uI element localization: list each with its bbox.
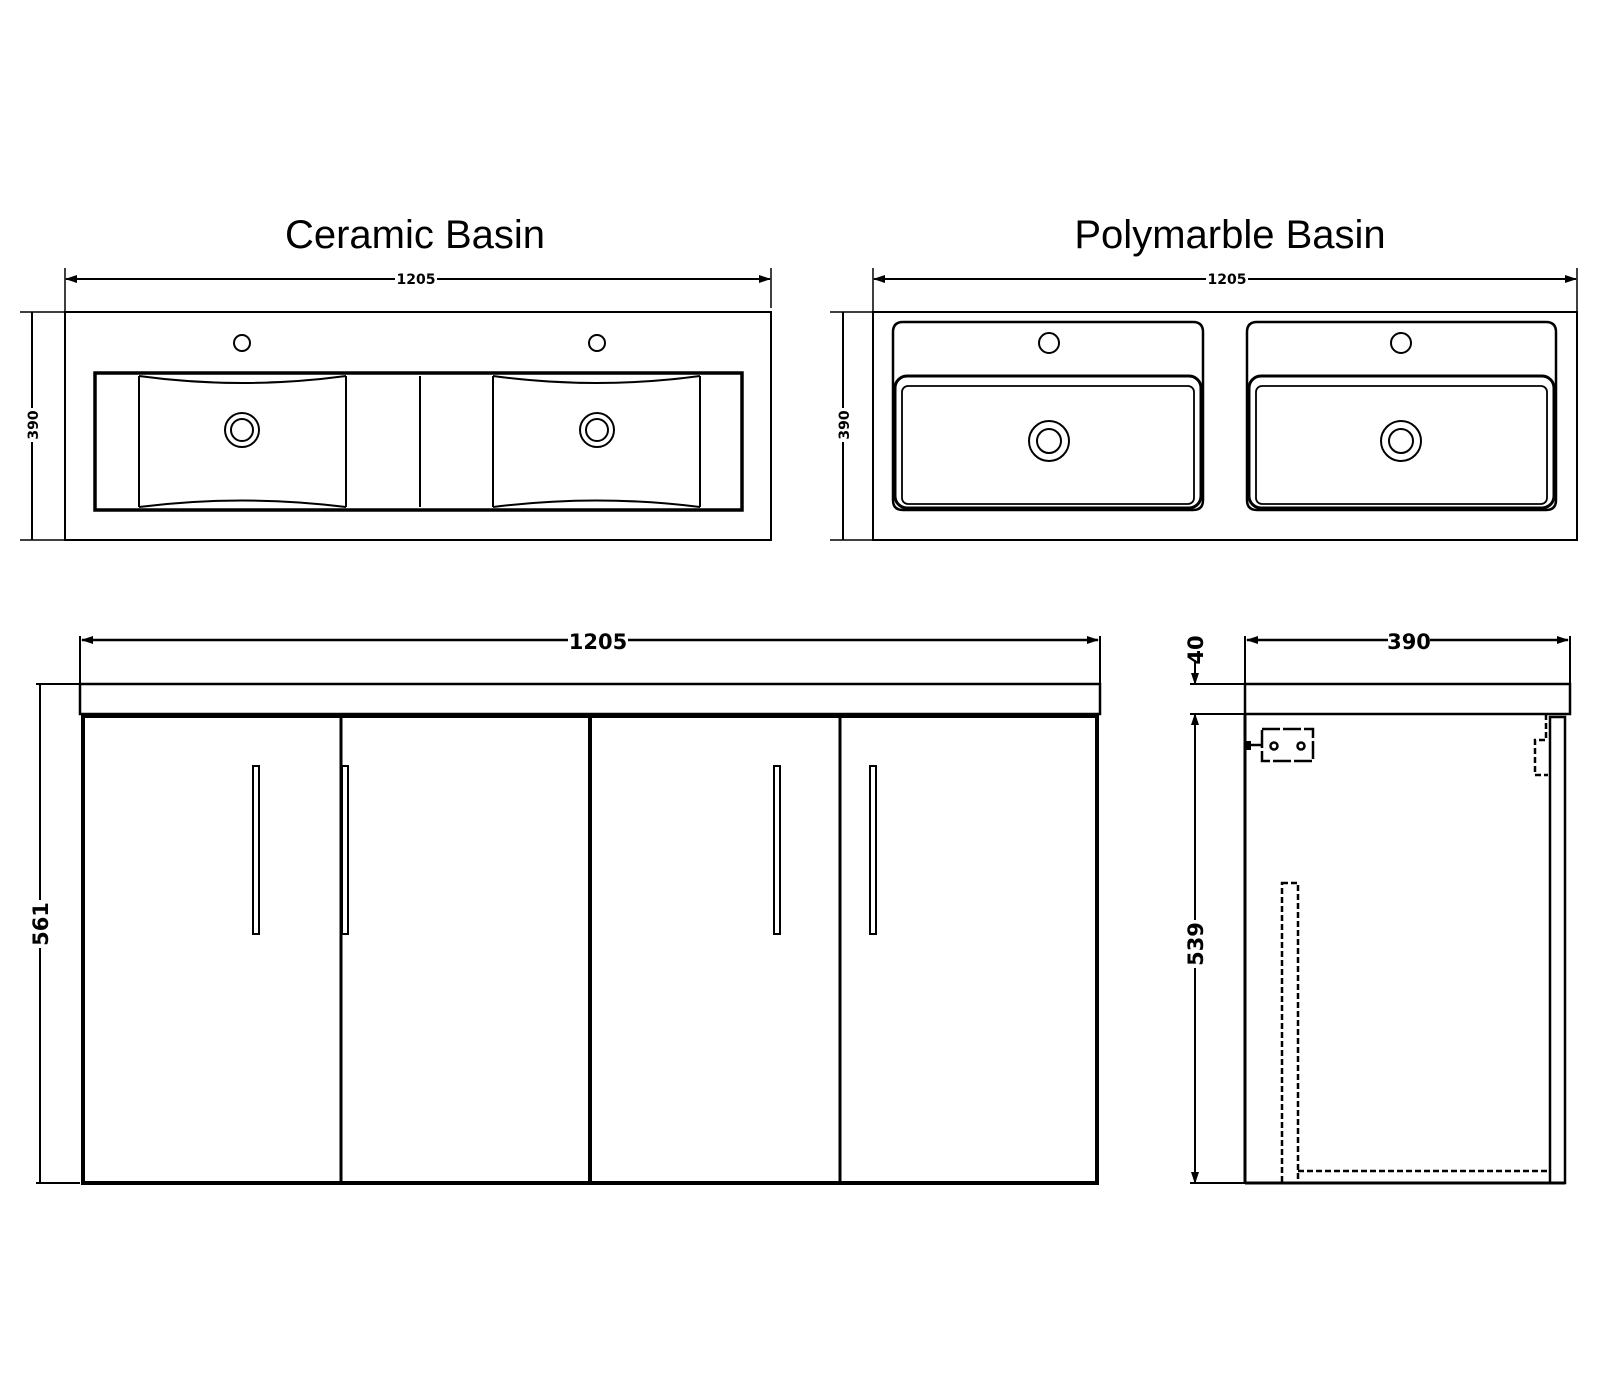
wall-bracket (1245, 727, 1315, 763)
front-width-label: 1205 (569, 630, 627, 654)
side-height-dimension: 40 539 (1184, 635, 1245, 1184)
ceramic-bowls (93, 371, 744, 512)
side-countertop (1243, 682, 1572, 716)
side-depth-dimension: 390 (1244, 630, 1571, 716)
polymarble-countertop-outline (872, 311, 1578, 541)
ceramic-depth-dimension: 390 (20, 311, 65, 541)
ceramic-basin-title: Ceramic Basin (285, 213, 545, 257)
side-depth-label: 390 (1387, 630, 1431, 654)
door-handle-2 (341, 765, 349, 935)
hidden-divider-panel (1280, 881, 1300, 1185)
front-elevation-view: 1205 561 (29, 630, 1102, 1185)
drain-right (579, 412, 615, 448)
door-handle-4 (869, 765, 877, 935)
ceramic-width-dimension: 1205 (64, 268, 772, 532)
side-top-thickness-label: 40 (1184, 635, 1208, 664)
drain-left (224, 412, 260, 448)
polymarble-basin-title: Polymarble Basin (1074, 213, 1385, 257)
door-handle-1 (252, 765, 260, 935)
polymarble-width-dimension: 1205 (872, 268, 1578, 540)
ceramic-basin-view: Ceramic Basin 1205 390 (20, 213, 772, 541)
front-doors (81, 714, 1099, 1185)
ceramic-depth-label: 390 (26, 410, 42, 439)
front-height-label: 561 (29, 902, 53, 946)
tap-hole-left (233, 334, 251, 352)
front-countertop (78, 682, 1102, 716)
polymarble-width-label: 1205 (1208, 272, 1247, 288)
polymarble-basin-right (1245, 320, 1558, 512)
polymarble-depth-dimension: 390 (830, 311, 873, 541)
door-handle-3 (773, 765, 781, 935)
side-door-panel (1548, 715, 1567, 1185)
polymarble-basin-view: Polymarble Basin 1205 390 (830, 213, 1578, 541)
front-width-dimension: 1205 (79, 630, 1101, 713)
side-carcass-height-label: 539 (1184, 922, 1208, 966)
hinge-hidden-line (1533, 714, 1548, 777)
ceramic-countertop-outline (64, 311, 772, 541)
polymarble-basin-left (891, 320, 1205, 512)
polymarble-depth-label: 390 (837, 410, 853, 439)
tap-hole-right (588, 334, 606, 352)
side-elevation-view: 390 40 539 (1184, 630, 1572, 1185)
ceramic-width-label: 1205 (397, 272, 436, 288)
front-height-dimension: 561 (29, 683, 80, 1184)
